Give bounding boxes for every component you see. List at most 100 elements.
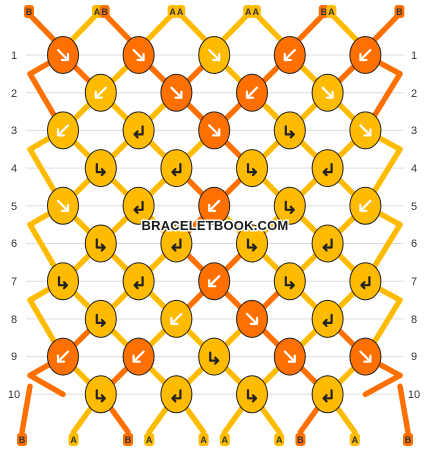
string-label-text: A (245, 7, 252, 17)
string-label-top: B (99, 5, 110, 18)
knot-direction-arrow-icon (132, 48, 145, 62)
knot-direction-arrow-icon (56, 350, 70, 363)
string-label-badge (144, 433, 155, 446)
string-label-badge (167, 5, 178, 18)
string-label-text: A (94, 7, 101, 17)
row-label-right-3: 3 (411, 125, 417, 137)
knot-body (84, 224, 117, 263)
string-label-badge (68, 433, 79, 446)
knot (311, 224, 344, 263)
string-label-text: A (352, 435, 359, 445)
knot (84, 149, 117, 188)
string-label-text: A (146, 435, 153, 445)
row-label-right-1: 1 (411, 50, 417, 62)
knot (349, 337, 382, 376)
knot-direction-arrow-icon (284, 200, 295, 214)
knot (349, 36, 382, 74)
watermark-text: BRACELETBOOK.COM (142, 218, 289, 233)
row-label-left-4: 4 (11, 163, 17, 175)
knot-grid (47, 36, 382, 414)
string-label-top: B (23, 5, 34, 18)
string-label-bottom: A (219, 433, 230, 446)
knot (349, 111, 382, 150)
knot-body (160, 149, 193, 188)
row-labels-right: 1 2 3 4 5 6 7 8 9 10 (408, 50, 420, 401)
thread-segment (19, 383, 33, 435)
knot-direction-arrow-icon (284, 276, 295, 290)
knot-body (273, 262, 306, 301)
string-label-badge (349, 433, 360, 446)
knot-body (273, 111, 306, 150)
string-label-text: A (70, 435, 77, 445)
knot (84, 375, 117, 414)
knot (122, 111, 155, 150)
string-label-top: B (318, 5, 329, 18)
knot-direction-arrow-icon (133, 125, 144, 139)
knot-body (84, 375, 117, 414)
string-label-badge (295, 433, 306, 446)
knot-direction-arrow-icon (133, 200, 144, 214)
knot (122, 186, 155, 225)
knot (273, 111, 306, 150)
row-label-left-10: 10 (8, 389, 20, 401)
string-label-badge (99, 5, 110, 18)
knot (47, 262, 79, 301)
row-label-left-6: 6 (11, 238, 17, 250)
knot (311, 149, 344, 188)
knot-direction-arrow-icon (321, 86, 334, 99)
string-label-text: B (405, 435, 412, 445)
knot-body (160, 224, 193, 263)
knot (311, 73, 344, 112)
string-label-text: A (177, 7, 184, 17)
knot (236, 224, 268, 263)
string-label-badge (123, 433, 134, 446)
knot-direction-arrow-icon (208, 48, 221, 62)
knot-direction-arrow-icon (95, 163, 106, 177)
knot (47, 186, 79, 225)
string-label-bottom: B (295, 433, 306, 446)
knot (198, 186, 231, 225)
knot (84, 73, 117, 112)
string-label-text: A (328, 7, 335, 17)
row-label-right-9: 9 (411, 351, 417, 363)
row-label-left-9: 9 (11, 351, 17, 363)
knot-direction-arrow-icon (359, 124, 372, 137)
knot-body (236, 375, 268, 414)
knot-body (311, 299, 344, 338)
row-label-left-8: 8 (11, 314, 17, 326)
knot-direction-arrow-icon (246, 163, 258, 177)
knot-direction-arrow-icon (57, 276, 69, 290)
knot-direction-arrow-icon (246, 389, 258, 403)
string-label-badge (219, 433, 230, 446)
knot (236, 73, 268, 112)
knot (160, 149, 193, 188)
knot (273, 186, 306, 225)
string-label-text: A (276, 435, 283, 445)
knot (198, 337, 231, 376)
string-label-text: B (125, 435, 132, 445)
string-label-bottom: A (274, 433, 285, 446)
knot-body (84, 149, 117, 188)
knot-direction-arrow-icon (284, 125, 295, 139)
knot-direction-arrow-icon (132, 350, 145, 363)
knot (198, 36, 231, 74)
string-label-badge (92, 5, 103, 18)
row-label-right-10: 10 (408, 389, 420, 401)
knot-direction-arrow-icon (245, 86, 259, 99)
string-label-top: A (326, 5, 337, 18)
row-label-left-1: 1 (11, 50, 17, 62)
knot-direction-arrow-icon (95, 389, 106, 403)
row-label-left-3: 3 (11, 125, 17, 137)
knot-body (273, 186, 306, 225)
knot-body (198, 337, 231, 376)
row-label-right-8: 8 (411, 314, 417, 326)
row-labels-left: 1 2 3 4 5 6 7 8 9 10 (8, 50, 20, 401)
knot (349, 262, 382, 301)
string-label-text: A (200, 435, 207, 445)
knot-body (47, 262, 79, 301)
row-label-left-2: 2 (11, 88, 17, 100)
string-label-bottom: A (349, 433, 360, 446)
knot-direction-arrow-icon (322, 313, 333, 327)
